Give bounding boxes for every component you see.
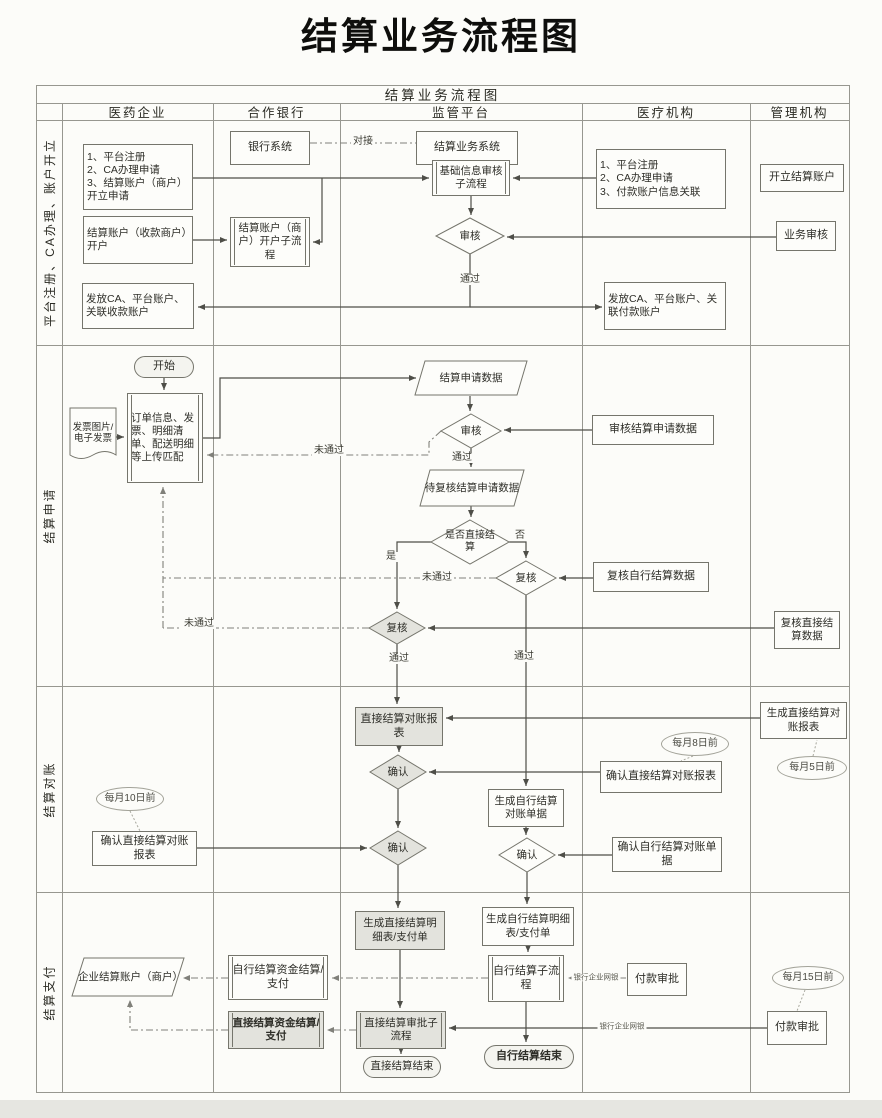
data-pending-recheck-shape: [419, 469, 525, 507]
decision-recheck-self-shape: [494, 560, 558, 596]
node-account-open-subprocess: 结算账户（商户）开户子流程: [230, 217, 310, 267]
data-pending-recheck-label: 待复核结算申请数据: [424, 481, 520, 494]
node-upload-match: 订单信息、发票、明细清单、配送明细等上传匹配: [127, 393, 203, 483]
node-recheck-self-data: 复核自行结算数据: [593, 562, 709, 592]
document-invoice-shape: [69, 407, 117, 459]
node-before-5th: 每月5日前: [777, 756, 847, 780]
decision-review2-shape: [439, 413, 503, 449]
data-ent-settle-acct-shape: [71, 957, 185, 997]
edge-label-fail-1: 未通过: [312, 445, 346, 456]
data-shapes: [69, 360, 528, 997]
node-direct-end: 直接结算结束: [363, 1056, 441, 1078]
edge-label-pass-3: 通过: [387, 653, 411, 664]
data-settle-apply-label: 结算申请数据: [439, 371, 503, 384]
decision-confirm1-label: 确认: [387, 765, 409, 778]
edge-label-fail-2: 未通过: [420, 572, 454, 583]
node-before-10th: 每月10日前: [96, 787, 164, 811]
edge-label-pass-2: 通过: [450, 452, 474, 463]
document-invoice-label: 发票图片/电子发票: [72, 421, 114, 444]
node-hospital-registration: 1、平台注册 2、CA办理申请 3、付款账户信息关联: [596, 149, 726, 209]
node-issue-ca-pharma: 发放CA、平台账户、关联收款账户: [82, 283, 194, 329]
node-self-fund-subprocess: 自行结算资金结算/支付: [228, 955, 328, 1000]
node-confirm-self-doc: 确认自行结算对账单据: [612, 837, 722, 872]
node-gen-self-doc: 生成自行结算对账单据: [488, 789, 564, 827]
node-bank-system: 银行系统: [230, 131, 310, 165]
node-open-settle-account: 开立结算账户: [760, 164, 844, 192]
column-header-bank: 合作银行: [247, 106, 306, 120]
node-recheck-direct-data: 复核直接结算数据: [774, 611, 840, 649]
data-ent-settle-acct-label: 企业结算账户（商户）: [78, 970, 183, 983]
node-gen-direct-report: 生成直接结算对账报表: [760, 702, 847, 739]
node-before-8th: 每月8日前: [661, 732, 729, 756]
node-direct-report: 直接结算对账报表: [355, 707, 443, 746]
node-confirm-direct-report-pharma: 确认直接结算对账报表: [92, 831, 197, 866]
decision-review2-label: 审核: [460, 424, 482, 437]
node-direct-fund-subprocess: 直接结算资金结算/支付: [228, 1011, 324, 1049]
decision-recheck-direct-label: 复核: [386, 621, 408, 634]
decision-recheck-self-label: 复核: [515, 571, 537, 584]
node-self-settle-subprocess: 自行结算子流程: [488, 955, 564, 1002]
decision-review1-shape: [434, 217, 506, 255]
row-label-application: 结算申请: [42, 487, 57, 544]
chart-inner-title: 结算业务流程图: [384, 88, 501, 103]
edge-label-pass-1: 通过: [458, 274, 482, 285]
row-label-payment: 结算支付: [42, 963, 57, 1021]
node-basic-info-review-subprocess: 基础信息审核子流程: [432, 160, 510, 196]
column-header-platform: 监管平台: [431, 106, 490, 120]
node-confirm-direct-report-hospital: 确认直接结算对账报表: [600, 761, 722, 793]
node-pharma-account-open: 结算账户（收款商户）开户: [83, 216, 193, 264]
row-label-reconciliation: 结算对账: [42, 760, 57, 818]
column-header-admin: 管理机构: [770, 106, 829, 120]
decision-review1-label: 审核: [459, 229, 481, 242]
node-issue-ca-hospital: 发放CA、平台账户、关联付款账户: [604, 282, 726, 330]
edge-label-pass-4: 通过: [512, 651, 536, 662]
node-business-review: 业务审核: [776, 221, 836, 251]
node-gen-direct-detail: 生成直接结算明细表/支付单: [355, 911, 445, 950]
decision-confirm2-shape: [369, 830, 427, 866]
node-direct-approve-subprocess: 直接结算审批子流程: [356, 1011, 446, 1049]
node-start: 开始: [134, 356, 194, 378]
edge-label-ebank-2: 银行企业网银: [597, 1021, 647, 1031]
decision-confirm2-label: 确认: [387, 841, 409, 854]
column-header-hospital: 医疗机构: [636, 106, 695, 120]
swimlane-grid: [36, 85, 850, 1093]
edge-label-ebank-1: 银行企业网银: [571, 972, 621, 982]
node-pay-approve-hospital: 付款审批: [627, 963, 687, 996]
edge-label-link: 对接: [351, 136, 375, 147]
decision-confirm3-shape: [498, 837, 556, 873]
edge-label-fail-3: 未通过: [182, 618, 216, 629]
decision-is-direct-shape: [429, 519, 511, 565]
node-before-15th: 每月15日前: [772, 966, 844, 990]
decision-confirm3-label: 确认: [516, 848, 538, 861]
node-review-apply-data: 审核结算申请数据: [592, 415, 714, 445]
decision-recheck-direct-shape: [367, 611, 427, 645]
column-header-pharma: 医药企业: [108, 106, 167, 120]
node-pay-approve-admin: 付款审批: [767, 1011, 827, 1045]
data-settle-apply-shape: [414, 360, 528, 396]
node-pharma-registration: 1、平台注册 2、CA办理申请 3、结算账户（商户）开立申请: [83, 144, 193, 210]
node-gen-self-detail: 生成自行结算明细表/支付单: [482, 907, 574, 946]
decision-is-direct-label: 是否直接结算: [445, 530, 495, 553]
page-bottom-strip: [0, 1100, 882, 1118]
row-label-registration: 平台注册、CA办理、账户开立: [42, 138, 57, 327]
edge-label-no: 否: [513, 530, 527, 541]
page-title: 结算业务流程图: [301, 16, 581, 57]
edge-label-yes: 是: [384, 551, 398, 562]
node-self-end: 自行结算结束: [484, 1045, 574, 1069]
decision-shapes: [367, 217, 558, 873]
bubble-connectors: [129, 739, 818, 1012]
decision-confirm1-shape: [369, 754, 427, 790]
